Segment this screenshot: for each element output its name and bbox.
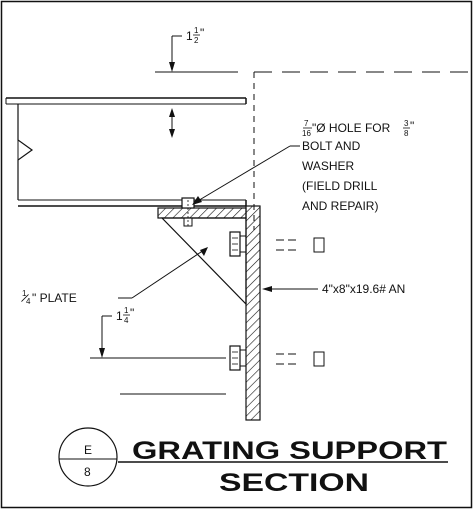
section-tag-sheet: 8 — [84, 465, 91, 479]
plate-label-num: 1 — [22, 289, 27, 298]
dimension-lower-frac-num: 1 — [124, 306, 129, 315]
hole-note-line3: WASHER — [302, 159, 355, 173]
hole-note-line1: "Ø HOLE FOR — [312, 121, 391, 135]
dimension-lower-unit: " — [130, 306, 134, 320]
support-angle — [245, 205, 261, 421]
seat-plate — [157, 207, 247, 219]
plate-label-text: " PLATE — [32, 291, 77, 305]
dimension-top-unit: " — [200, 26, 204, 40]
drawing-title: GRATING SUPPORT SECTION — [118, 437, 448, 497]
dimension-lower-frac-den: 4 — [124, 316, 129, 325]
title-line1: GRATING SUPPORT — [132, 437, 447, 465]
hole-note-line4: (FIELD DRILL — [302, 179, 378, 193]
hole-note-leader — [192, 145, 300, 205]
web-dimension — [169, 108, 175, 138]
angle-label: 4"x8"x19.6# AN — [262, 282, 405, 296]
bolt-lower — [229, 345, 325, 371]
hole-note-den: 16 — [302, 129, 311, 138]
grating-beam — [5, 97, 247, 207]
hole-note: 7 16 "Ø HOLE FOR 3 8 " BOLT AND WASHER (… — [302, 119, 414, 213]
title-line2: SECTION — [219, 469, 369, 497]
plate-label-den: 4 — [26, 297, 31, 306]
section-tag-letter: E — [84, 443, 92, 457]
dimension-top-frac-num: 1 — [194, 26, 199, 35]
bolt-upper — [229, 231, 325, 257]
break-symbol — [17, 104, 34, 200]
hole-note-num2: 3 — [404, 119, 409, 128]
dimension-top-whole: 1 — [186, 29, 193, 43]
hole-note-line5: AND REPAIR) — [302, 199, 378, 213]
dimension-lower: 1 1 4 " — [90, 306, 226, 395]
hole-note-line2: BOLT AND — [302, 139, 361, 153]
hole-note-num: 7 — [304, 119, 309, 128]
dimension-lower-whole: 1 — [116, 309, 123, 323]
section-tag: E 8 — [58, 427, 118, 487]
plate-label: 1 4 " PLATE — [21, 247, 208, 306]
dimension-top-frac-den: 2 — [194, 36, 199, 45]
hole-note-den2: 8 — [404, 129, 409, 138]
dimension-top: 1 1 2 " — [155, 26, 238, 73]
angle-label-text: 4"x8"x19.6# AN — [322, 282, 405, 296]
stiffener-plate — [160, 217, 247, 306]
hole-note-unit: " — [410, 119, 414, 133]
